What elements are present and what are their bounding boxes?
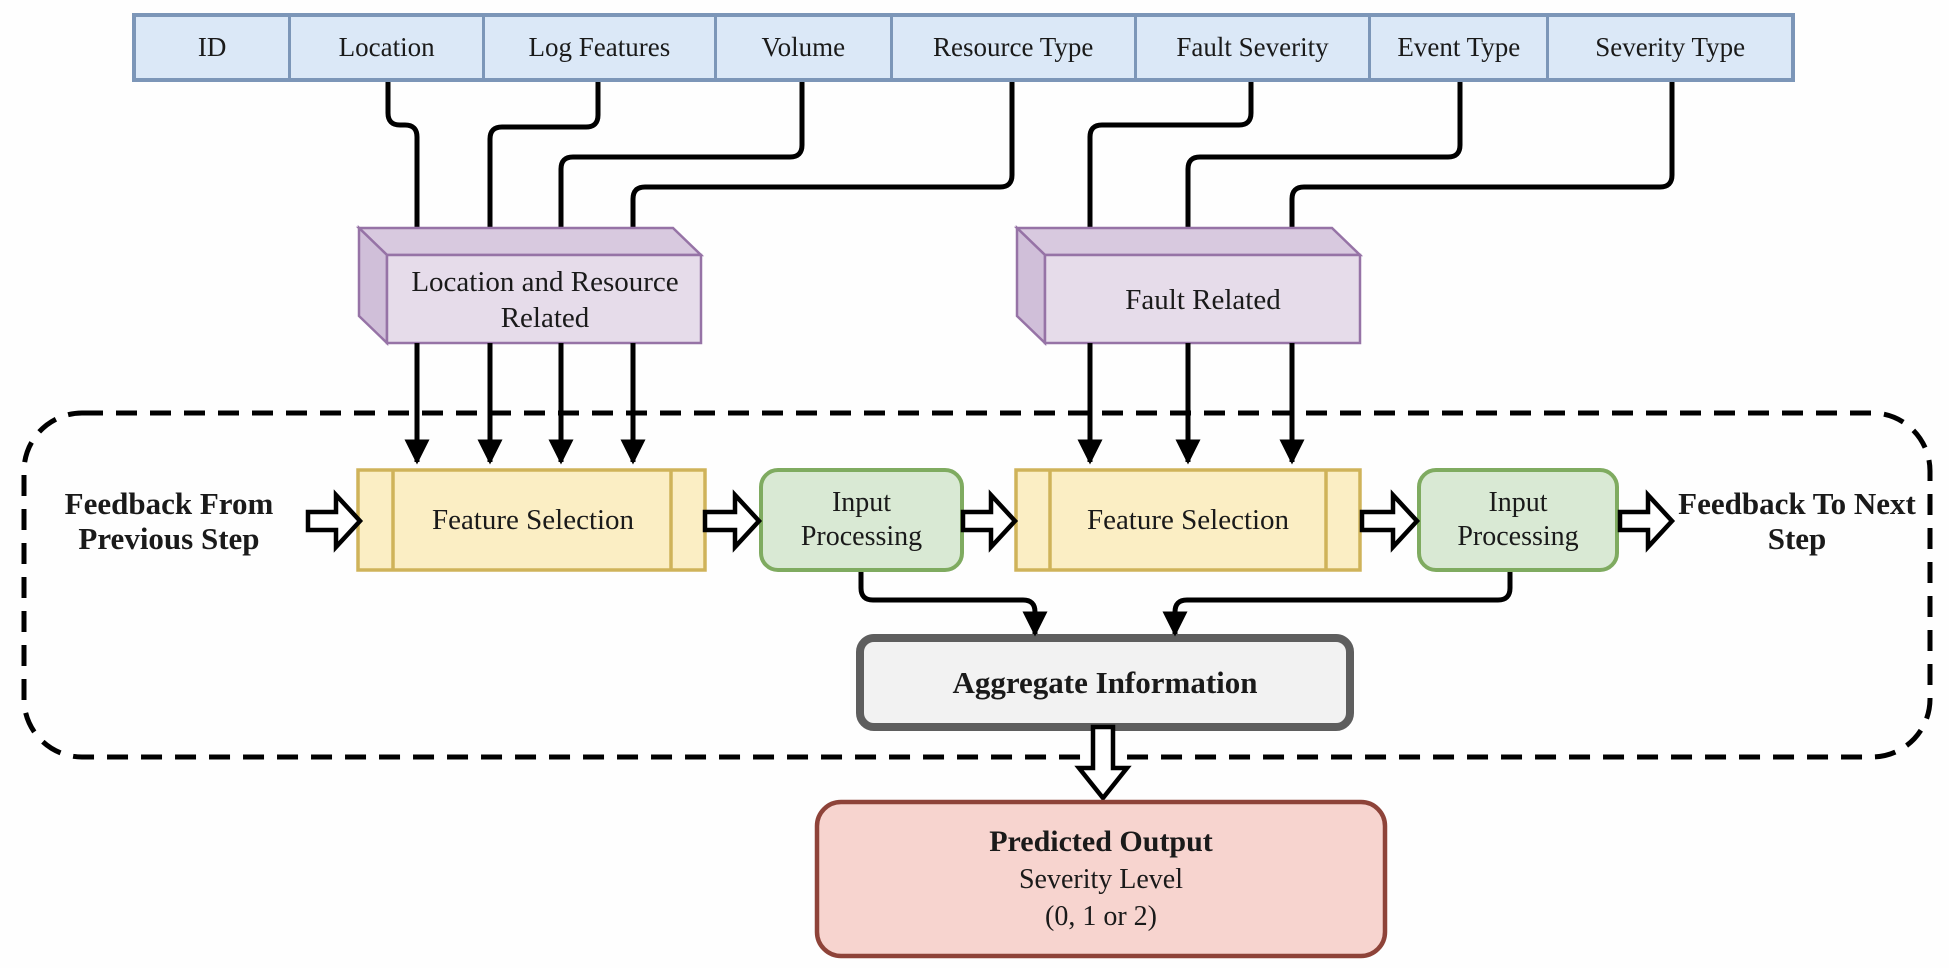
predicted-output-subtitle: Severity Level [1018,864,1184,896]
input-cell-event-type: Event Type [1368,17,1547,78]
group2-label: Fault Related [1125,283,1281,316]
input-cell-severity-type: Severity Type [1546,17,1791,78]
feedback-from-previous-step-label: Feedback From Previous Step [64,485,274,556]
group2-top-face [1013,226,1364,257]
input-feature-row: ID Location Log Features Volume Resource… [132,13,1795,82]
input-cell-label: ID [197,32,227,62]
feature-selection-1-label: Feature Selection [431,503,635,536]
group1-label: Location and Resource Related [411,265,679,334]
input-cell-log-features: Log Features [481,17,714,78]
connector-severity-type-to-group2 [1289,78,1675,232]
input-cell-label: Severity Type [1595,32,1746,62]
connector-ip2-to-aggregate [1162,570,1513,637]
predicted-output-labels: Predicted Output Severity Level (0, 1 or… [817,806,1385,952]
input-cell-label: Volume [761,32,846,62]
input-cell-label: Fault Severity [1176,32,1329,62]
group-box-fault-related [1013,225,1364,346]
processing-step-dashed-border [21,410,1933,760]
group2-front-face [1043,253,1362,345]
connector-volume-to-group1 [558,78,805,232]
input-cell-id: ID [136,17,289,78]
input-cell-volume: Volume [713,17,890,78]
group1-top-face [355,226,705,257]
group1-front-face [385,253,703,345]
connector-location-to-group1 [385,78,420,232]
input-cell-location: Location [288,17,482,78]
connector-fault-severity-to-group2 [1087,78,1254,232]
input-processing-1-label: Input Processing [800,487,923,552]
input-cell-label: Log Features [528,32,671,62]
fs2-rect [1014,468,1362,572]
input-cell-fault-severity: Fault Severity [1133,17,1369,78]
connector-ip1-to-aggregate [858,570,1048,637]
block-arrow-ip1-to-fs2 [960,489,1019,553]
block-arrow-feedback-in-to-fs1 [305,489,364,553]
group-box-location-resource [355,225,705,346]
block-arrow-ip2-to-feedback-out [1617,489,1676,553]
block-arrow-fs2-to-ip2 [1359,489,1421,553]
feedback-to-next-step-label: Feedback To Next Step [1678,485,1916,556]
fs1-rect [356,468,707,572]
block-arrow-aggregate-to-output [1074,724,1132,802]
block-arrow-fs1-to-ip1 [702,489,763,553]
connector-log-features-to-group1 [487,78,601,232]
connector-resource-type-to-group1 [630,78,1015,232]
feature-selection-2-label: Feature Selection [1086,503,1290,536]
connector-event-type-to-group2 [1185,78,1463,232]
input-cell-resource-type: Resource Type [889,17,1134,78]
predicted-output-values: (0, 1 or 2) [1045,901,1157,932]
input-processing-2-label: Input Processing [1457,487,1579,552]
input-cell-label: Event Type [1397,32,1521,62]
aggregate-information-label: Aggregate Information [952,664,1258,700]
predicted-output-title: Predicted Output [989,825,1213,859]
feature-selection-box-2 [1014,468,1362,572]
feature-selection-box-1 [356,468,707,572]
input-cell-label: Resource Type [932,32,1094,62]
input-cell-label: Location [338,32,435,62]
predicted-output-box [814,799,1388,959]
